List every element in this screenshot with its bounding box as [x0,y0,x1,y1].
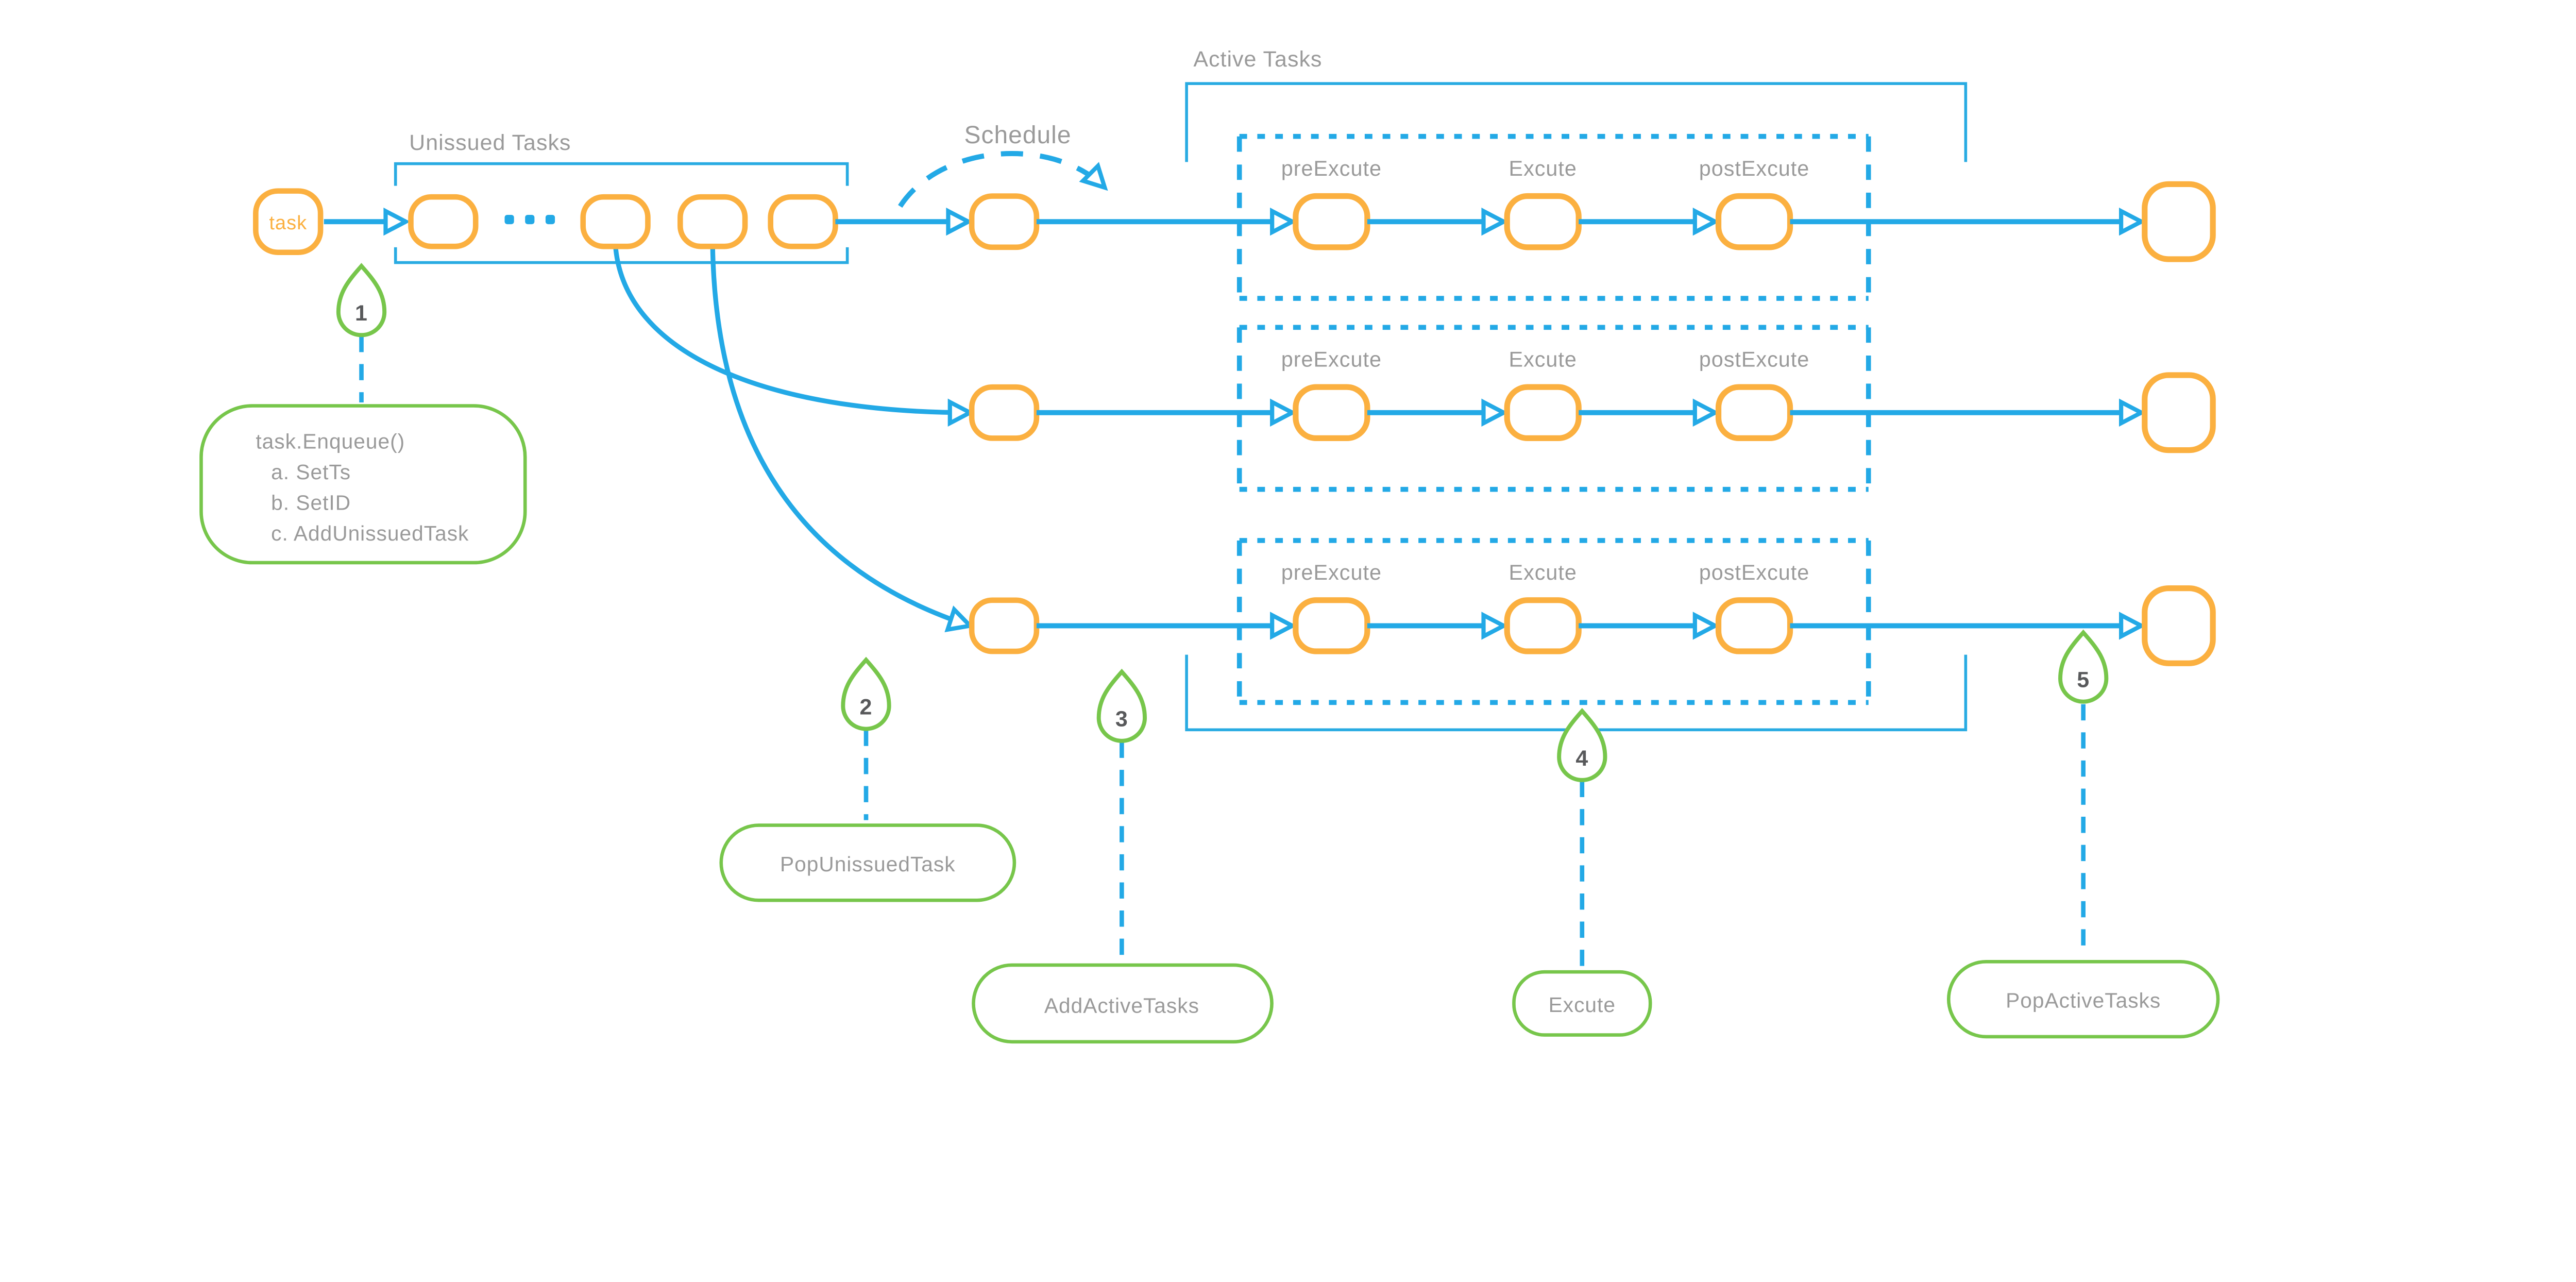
queue-node [677,194,748,249]
execution-dotted-box [1236,538,1871,705]
step-marker-3: 3 AddActiveTasks [972,668,1274,1044]
step-note-label: PopUnissuedTask [780,852,956,876]
worker-row-2: preExcute Excute postExcute [969,325,2216,492]
step-note-label: PopActiveTasks [2006,989,2161,1013]
unissued-tasks-bracket-top [394,162,849,186]
final-task-node [2142,372,2216,453]
step-note-line: a. SetTs [271,460,351,484]
step-marker-1: 1 task.Enqueue() a. SetTs b. SetID c. Ad… [199,263,527,565]
step-marker-5: 5 PopActiveTasks [1946,629,2220,1039]
task-source: task [253,188,411,256]
final-task-node [2142,585,2216,666]
step-note-label: Excute [1549,993,1616,1017]
active-tasks-bracket-top [1185,82,1968,162]
step-note-line: task.Enqueue() [256,429,405,453]
stage-label-preexcute: preExcute [1281,561,1382,584]
stage-node-postexcute [1715,384,1793,442]
task-node-label: task [269,212,307,234]
unissued-tasks-label: Unissued Tasks [409,130,571,155]
stage-label-postexcute: postExcute [1699,347,1810,371]
unissued-tasks-bracket-bottom [394,247,849,264]
scheduled-task-node [969,597,1040,654]
step-note-box [719,823,1016,902]
stage-label-excute: Excute [1509,347,1577,371]
stage-node-excute [1504,597,1582,654]
queue-ellipsis-dot [525,214,535,225]
step-note-line: c. AddUnissuedTask [271,521,469,545]
stage-node-preexcute [1293,384,1370,442]
queue-ellipsis-dot [504,214,514,225]
scheduled-task-node [969,193,1040,250]
step-marker-drop [2058,629,2109,704]
queue-ellipsis-dot [545,214,555,225]
task-node [253,188,324,256]
scheduled-task-node [969,384,1040,441]
stage-node-excute [1504,384,1582,442]
worker-row-1: preExcute Excute postExcute [835,133,2216,301]
stage-node-preexcute [1293,597,1370,654]
worker-row-3: preExcute Excute postExcute [969,538,2216,705]
stage-node-postexcute [1715,193,1793,250]
step-note-box [972,963,1274,1044]
diagram-canvas: Unissued Tasks Active Tasks Schedule tas… [199,47,2220,1044]
step-marker-number: 5 [2077,668,2090,693]
step-note-box [199,404,527,565]
step-marker-number: 1 [355,301,368,326]
dispatch-curve-row3 [710,245,975,632]
queue-node [580,194,651,249]
schedule-dashed-arrow [898,151,1108,208]
queue-node [768,194,838,249]
step-note-box [1946,959,2220,1039]
dispatch-curve-row2 [613,245,975,427]
step-marker-4: 4 Excute [1512,707,1652,1037]
step-marker-number: 3 [1115,707,1128,732]
step-marker-drop [841,656,891,731]
stage-label-preexcute: preExcute [1281,347,1382,371]
stage-node-preexcute [1293,193,1370,250]
active-tasks-label: Active Tasks [1193,47,1322,72]
stage-node-postexcute [1715,597,1793,654]
step-marker-drop [336,263,387,338]
stage-label-postexcute: postExcute [1699,561,1810,584]
stage-label-excute: Excute [1509,157,1577,180]
final-task-node [2142,181,2216,262]
step-note-box [1512,970,1652,1037]
queue-node [408,194,479,249]
stage-label-excute: Excute [1509,561,1577,584]
stage-label-postexcute: postExcute [1699,157,1810,180]
stage-label-preexcute: preExcute [1281,157,1382,180]
unissued-queue [408,194,838,249]
execution-dotted-box [1236,325,1871,492]
step-marker-2: 2 PopUnissuedTask [719,656,1016,902]
stage-node-excute [1504,193,1582,250]
step-marker-drop [1096,668,1147,743]
step-marker-number: 2 [860,695,873,719]
step-note-label: AddActiveTasks [1044,994,1199,1018]
step-marker-number: 4 [1575,746,1588,771]
step-marker-drop [1557,707,1607,782]
schedule-label: Schedule [964,122,1072,149]
step-note-line: b. SetID [271,491,351,514]
task-scheduling-diagram: Unissued Tasks Active Tasks Schedule tas… [199,47,2220,1044]
execution-dotted-box [1236,133,1871,301]
